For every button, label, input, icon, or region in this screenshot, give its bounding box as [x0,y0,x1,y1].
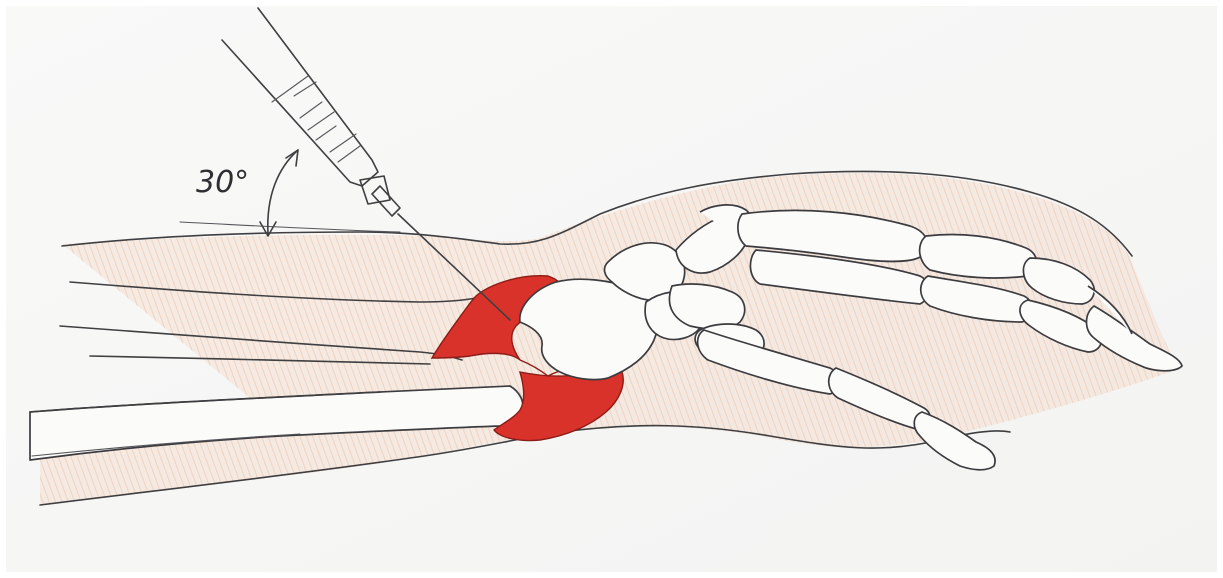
angle-label: 30° [196,165,249,200]
